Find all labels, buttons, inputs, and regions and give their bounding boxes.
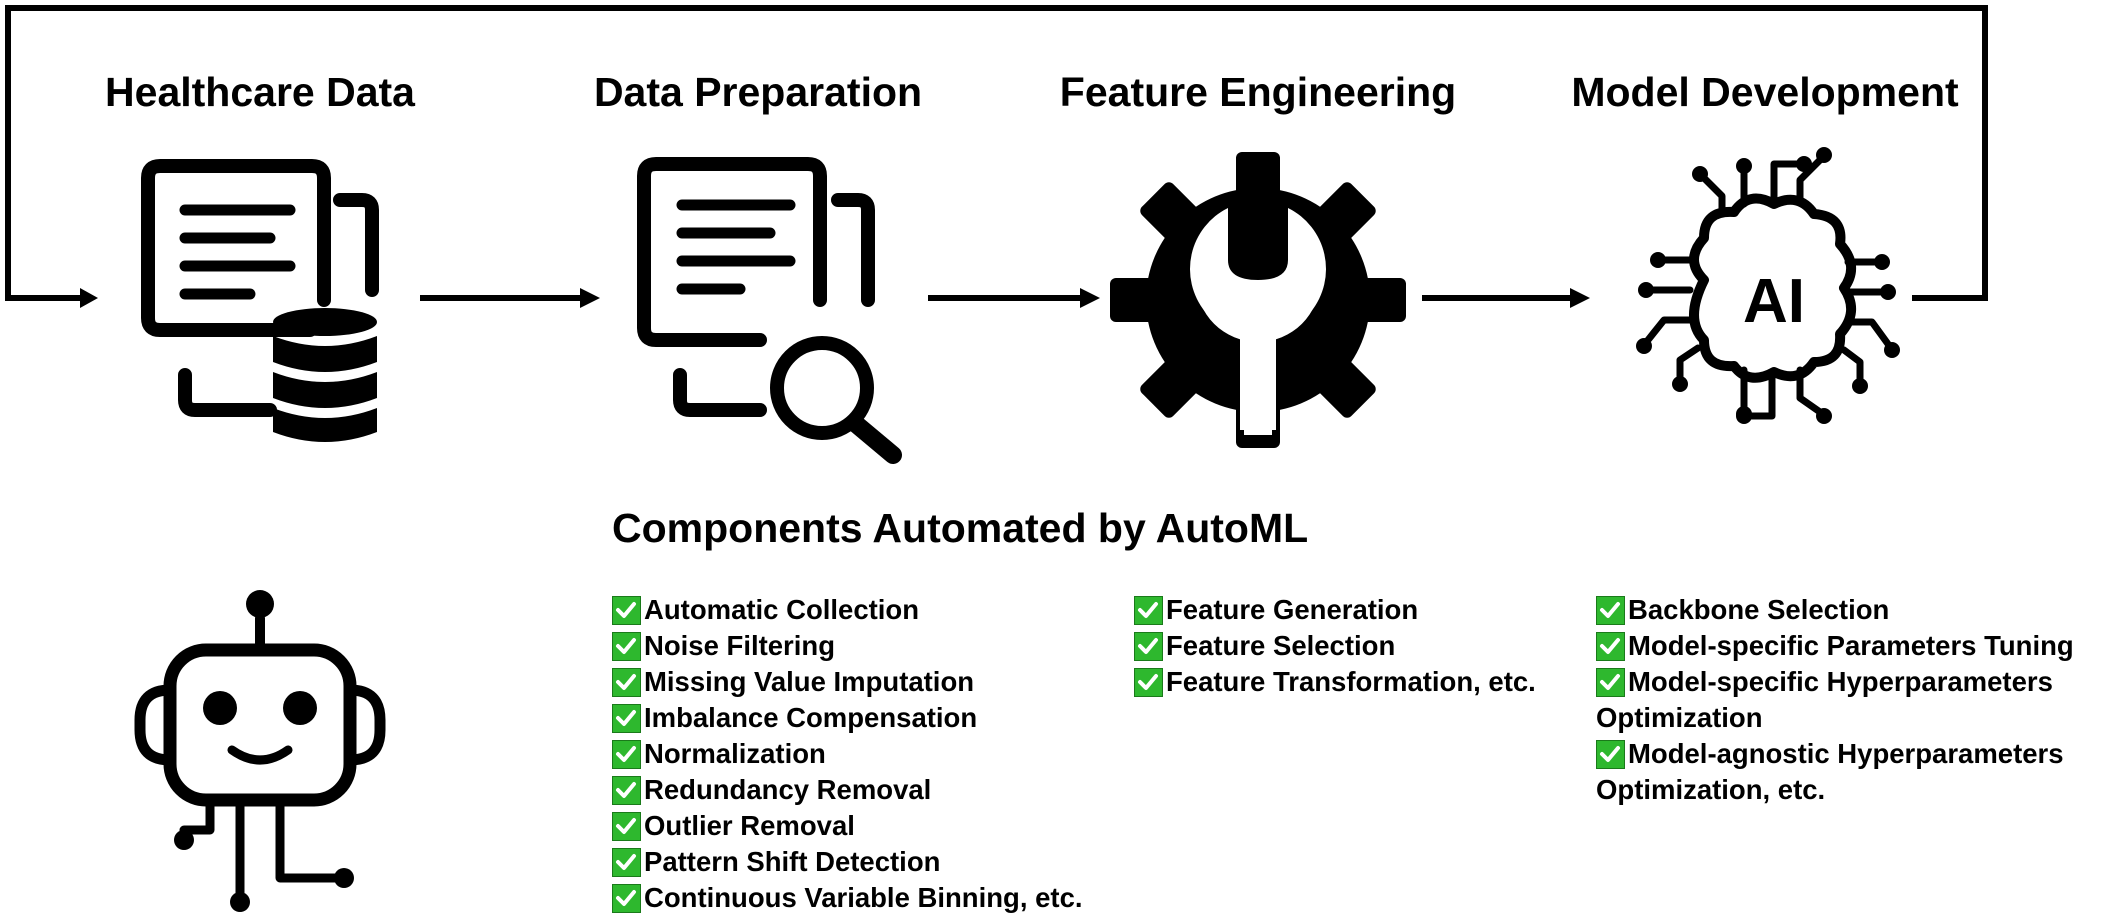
list-item-label: Normalization: [644, 738, 826, 769]
feedback-loop-arrow: [5, 5, 1988, 308]
list-item: Missing Value Imputation: [612, 664, 1083, 700]
checkmark-icon: [1134, 631, 1163, 661]
list-item: Model-agnostic Hyperparameters: [1596, 736, 2074, 772]
list-item-label: Optimization, etc.: [1596, 774, 1826, 805]
flow-arrow-3: [1422, 288, 1590, 308]
checkmark-icon: [612, 631, 641, 661]
list-item-label: Missing Value Imputation: [644, 666, 975, 697]
list-item: Normalization: [612, 736, 1083, 772]
flow-arrow-2: [928, 288, 1100, 308]
checkmark-icon: [612, 811, 641, 841]
list-item-label: Optimization: [1596, 702, 1763, 733]
checkmark-icon: [1596, 667, 1625, 697]
list-item: Feature Transformation, etc.: [1134, 664, 1536, 700]
robot-icon: [134, 590, 386, 912]
svg-text:AI: AI: [1743, 267, 1805, 336]
list-item-label: Pattern Shift Detection: [644, 846, 941, 877]
list-item: Model-specific Hyperparameters: [1596, 664, 2074, 700]
component-list-feature-engineering: Feature Generation Feature Selection Fea…: [1134, 592, 1536, 700]
component-list-model-development: Backbone Selection Model-specific Parame…: [1596, 592, 2074, 808]
list-item: Redundancy Removal: [612, 772, 1083, 808]
list-item: Automatic Collection: [612, 592, 1083, 628]
list-item: Feature Generation: [1134, 592, 1536, 628]
documents-database-icon: [141, 159, 379, 442]
automl-section-title: Components Automated by AutoML: [612, 505, 1309, 551]
document-magnifier-icon: [637, 157, 902, 464]
checkmark-icon: [612, 847, 641, 877]
list-item-label: Backbone Selection: [1628, 594, 1890, 625]
list-item-label: Feature Generation: [1166, 594, 1419, 625]
stage-title-feature-engineering: Feature Engineering: [1059, 69, 1457, 115]
list-item: Backbone Selection: [1596, 592, 2074, 628]
checkmark-icon: [612, 667, 641, 697]
list-item-label: Continuous Variable Binning, etc.: [644, 882, 1083, 913]
list-item-continuation: Optimization: [1596, 700, 2074, 736]
stage-title-data-preparation: Data Preparation: [593, 69, 923, 115]
gear-wrench-icon: [1110, 152, 1406, 448]
checkmark-icon: [612, 883, 641, 913]
flow-arrow-1: [420, 288, 600, 308]
checkmark-icon: [612, 703, 641, 733]
list-item-label: Model-agnostic Hyperparameters: [1628, 738, 2064, 769]
checkmark-icon: [1596, 739, 1625, 769]
list-item-label: Feature Selection: [1166, 630, 1396, 661]
list-item: Continuous Variable Binning, etc.: [612, 880, 1083, 916]
checkmark-icon: [612, 775, 641, 805]
stage-title-healthcare-data: Healthcare Data: [105, 69, 415, 115]
list-item: Pattern Shift Detection: [612, 844, 1083, 880]
list-item: Outlier Removal: [612, 808, 1083, 844]
checkmark-icon: [612, 739, 641, 769]
ai-brain-circuit-icon: AI: [1636, 147, 1900, 424]
list-item-label: Model-specific Parameters Tuning: [1628, 630, 2074, 661]
list-item-label: Redundancy Removal: [644, 774, 932, 805]
list-item-label: Automatic Collection: [644, 594, 920, 625]
checkmark-icon: [612, 595, 641, 625]
list-item: Noise Filtering: [612, 628, 1083, 664]
checkmark-icon: [1596, 595, 1625, 625]
checkmark-icon: [1596, 631, 1625, 661]
checkmark-icon: [1134, 667, 1163, 697]
list-item: Imbalance Compensation: [612, 700, 1083, 736]
component-list-data-preparation: Automatic Collection Noise Filtering Mis…: [612, 592, 1083, 916]
stage-title-model-development: Model Development: [1571, 69, 1959, 115]
checkmark-icon: [1134, 595, 1163, 625]
list-item-label: Noise Filtering: [644, 630, 835, 661]
list-item-label: Imbalance Compensation: [644, 702, 978, 733]
list-item: Feature Selection: [1134, 628, 1536, 664]
list-item: Model-specific Parameters Tuning: [1596, 628, 2074, 664]
list-item-label: Outlier Removal: [644, 810, 855, 841]
list-item-label: Feature Transformation, etc.: [1166, 666, 1536, 697]
list-item-continuation: Optimization, etc.: [1596, 772, 2074, 808]
list-item-label: Model-specific Hyperparameters: [1628, 666, 2053, 697]
